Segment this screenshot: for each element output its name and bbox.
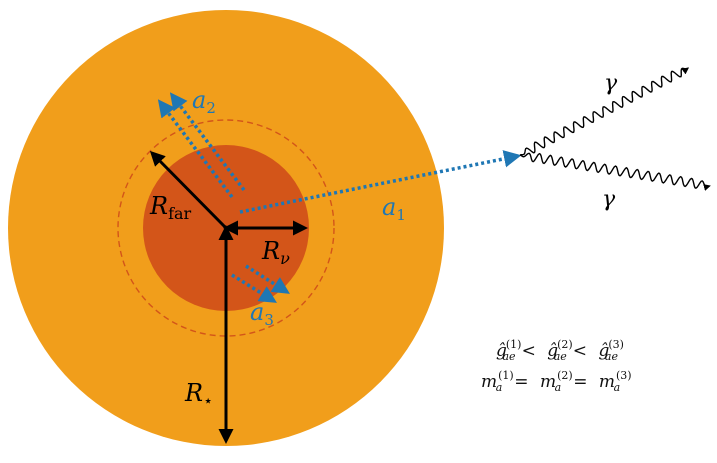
r-far-arrow bbox=[149, 150, 228, 230]
label-gamma-bottom: γ bbox=[602, 187, 616, 212]
axion-a2-path-inner bbox=[169, 92, 246, 192]
label-a3: a3 bbox=[250, 298, 274, 329]
axion-a2-path-outer bbox=[157, 99, 234, 199]
axion-a1-path bbox=[239, 150, 522, 214]
label-r-nu: Rν bbox=[261, 237, 290, 268]
label-a1: a1 bbox=[382, 193, 406, 224]
coupling-inequality: ĝ(1)ae< ĝ(2)ae< ĝ(3)ae bbox=[496, 338, 624, 363]
far-radius-ring bbox=[117, 119, 335, 337]
label-r-star: R⋆ bbox=[184, 379, 213, 410]
label-gamma-top: γ bbox=[604, 71, 618, 96]
label-a2: a2 bbox=[192, 86, 216, 117]
axion-a3-path-outer bbox=[245, 264, 290, 294]
axion-a3-path-inner bbox=[231, 273, 277, 303]
photon-top-wave bbox=[519, 67, 690, 156]
photon-bottom-wave bbox=[519, 152, 711, 191]
mass-equality: m(1)a= m(2)a= m(3)a bbox=[481, 369, 632, 394]
label-r-far: Rfar bbox=[149, 192, 192, 223]
